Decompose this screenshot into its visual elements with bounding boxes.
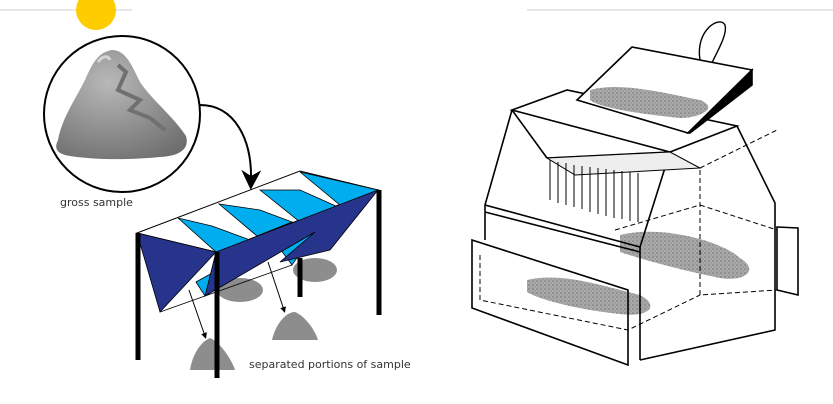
- accent-dot: [76, 0, 116, 30]
- gross-sample-label: gross sample: [60, 196, 133, 209]
- chute-splitter: [471, 21, 799, 367]
- riffle-splitter: [135, 170, 382, 378]
- separated-portions-label: separated portions of sample: [249, 358, 411, 371]
- gross-sample-illustration: [43, 35, 201, 193]
- flow-arrow: [199, 104, 262, 190]
